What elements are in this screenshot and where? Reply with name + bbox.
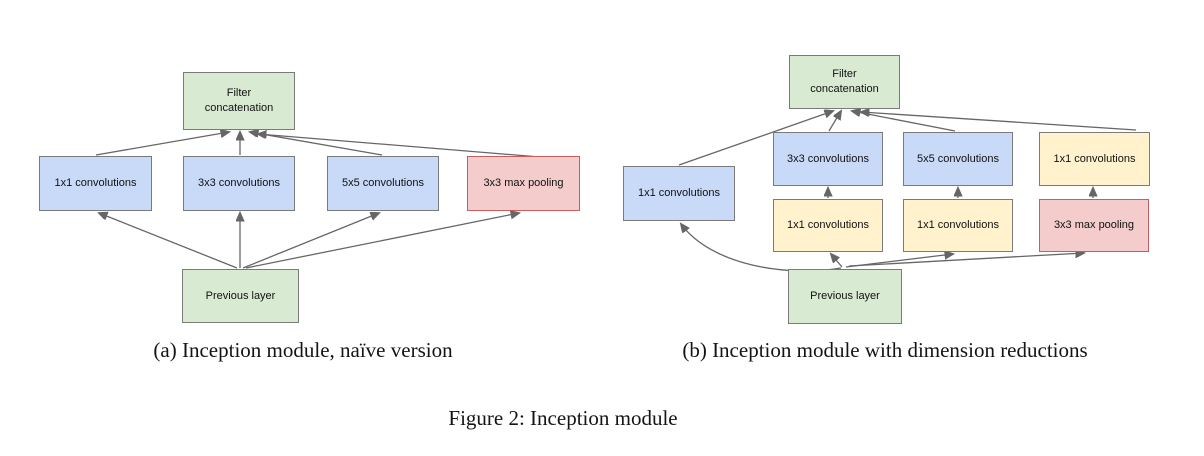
arrow-b-prev-to-pool bbox=[848, 253, 1084, 267]
arrow-a-conv1-to-concat bbox=[95, 132, 229, 156]
node-b-1x1-convolutions-after-pool: 1x1 convolutions bbox=[1039, 132, 1150, 186]
node-b-3x3-max-pooling: 3x3 max pooling bbox=[1039, 199, 1149, 252]
node-a-previous-layer: Previous layer bbox=[182, 269, 299, 323]
node-b-filter-concatenation: Filter concatenation bbox=[789, 55, 900, 109]
node-b-1x1-reduce-before-3x3: 1x1 convolutions bbox=[773, 199, 883, 252]
subcaption-a: (a) Inception module, naïve version bbox=[153, 338, 453, 362]
node-a-1x1-convolutions: 1x1 convolutions bbox=[39, 156, 152, 211]
node-a-5x5-convolutions: 5x5 convolutions bbox=[327, 156, 439, 211]
arrow-a-pool-to-concat bbox=[258, 134, 541, 158]
node-a-3x3-convolutions: 3x3 convolutions bbox=[183, 156, 295, 211]
figure-caption: Figure 2: Inception module bbox=[448, 406, 678, 430]
arrow-a-conv5-to-concat bbox=[250, 132, 383, 156]
node-a-3x3-max-pooling: 3x3 max pooling bbox=[467, 156, 580, 211]
arrow-b-conv3-to-concat bbox=[828, 111, 841, 132]
arrow-b-prev-to-reduce2 bbox=[845, 254, 953, 268]
arrow-b-conv1topright-to-concat bbox=[861, 112, 1137, 131]
node-b-1x1-convolutions-left: 1x1 convolutions bbox=[623, 166, 735, 221]
node-b-3x3-convolutions: 3x3 convolutions bbox=[773, 132, 883, 186]
node-a-filter-concatenation: Filter concatenation bbox=[183, 72, 295, 130]
arrow-a-prev-to-conv1 bbox=[99, 213, 238, 269]
arrow-b-conv5-to-concat bbox=[852, 111, 956, 132]
node-b-previous-layer: Previous layer bbox=[788, 269, 902, 324]
subcaption-b: (b) Inception module with dimension redu… bbox=[682, 338, 1088, 362]
arrow-a-prev-to-conv5 bbox=[242, 213, 379, 269]
arrow-b-prev-to-reduce1 bbox=[831, 254, 843, 268]
node-b-1x1-reduce-before-5x5: 1x1 convolutions bbox=[903, 199, 1013, 252]
arrow-a-prev-to-pool bbox=[245, 213, 519, 269]
node-b-5x5-convolutions: 5x5 convolutions bbox=[903, 132, 1013, 186]
